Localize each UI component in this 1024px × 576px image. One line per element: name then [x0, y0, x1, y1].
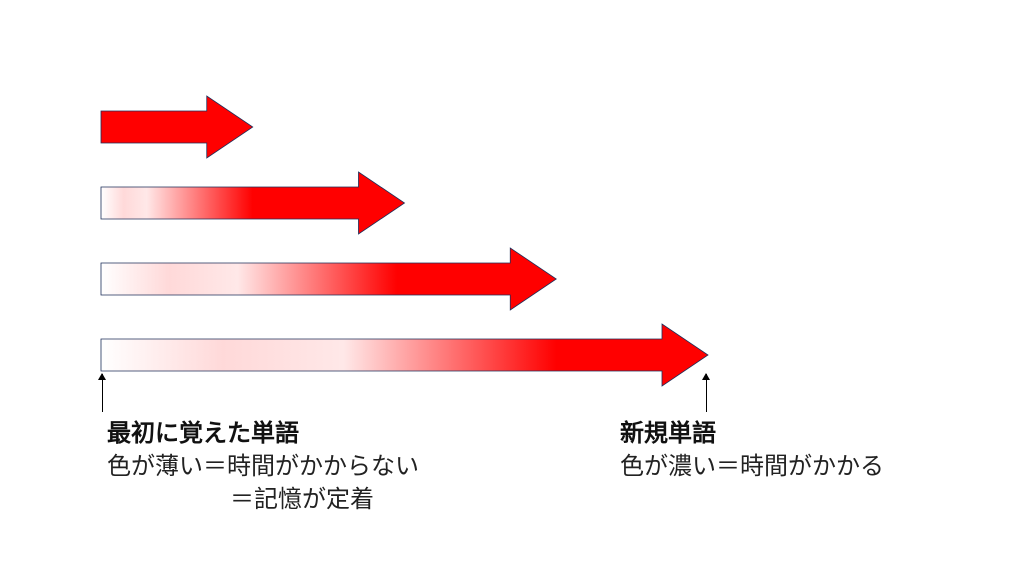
start-marker-arrow — [98, 373, 106, 412]
right-label-title: 新規単語 — [620, 419, 716, 447]
end-marker-arrow — [702, 373, 710, 412]
left-label-title: 最初に覚えた単語 — [107, 419, 299, 447]
arrow-4 — [100, 323, 709, 387]
left-label-line1: 色が薄い＝時間がかからない — [107, 452, 419, 480]
left-label: 最初に覚えた単語 色が薄い＝時間がかからない ＝記憶が定着 — [107, 417, 419, 516]
arrow-1 — [100, 95, 254, 159]
right-label: 新規単語 色が濃い＝時間がかかる — [620, 417, 884, 483]
arrow-3 — [100, 247, 557, 311]
right-label-line1: 色が濃い＝時間がかかる — [620, 452, 884, 480]
arrow-2 — [100, 171, 406, 235]
left-label-line2: ＝記憶が定着 — [230, 485, 374, 513]
